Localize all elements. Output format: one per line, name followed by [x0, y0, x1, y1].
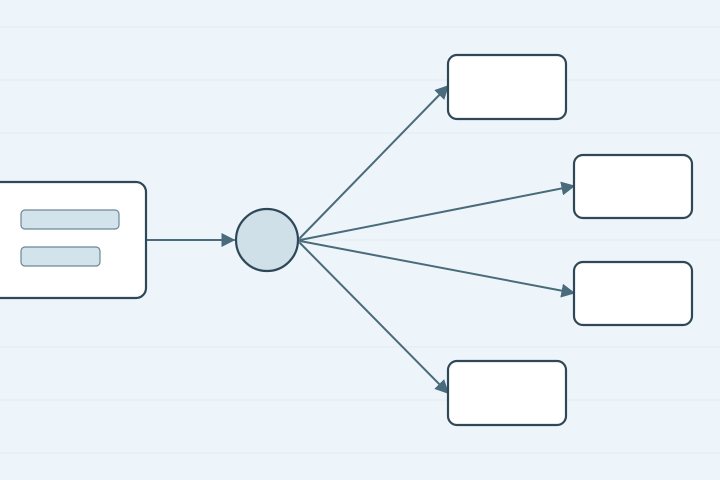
target-node-2	[572, 153, 694, 220]
source-field-2	[20, 246, 101, 267]
target-node-4	[446, 359, 568, 427]
source-box	[0, 180, 148, 300]
target-nodes	[446, 53, 694, 427]
edge-hub-to-target-3	[299, 240, 576, 298]
edge-hub-to-target-4	[299, 242, 449, 394]
hub-node	[234, 207, 300, 273]
target-node-1	[446, 53, 568, 121]
source-field-1	[20, 209, 120, 230]
edge-hub-to-target-2	[299, 181, 576, 241]
edge-hub-to-target-1	[299, 84, 449, 239]
target-node-3	[572, 260, 694, 327]
source-node	[0, 180, 148, 300]
edges	[146, 84, 576, 394]
